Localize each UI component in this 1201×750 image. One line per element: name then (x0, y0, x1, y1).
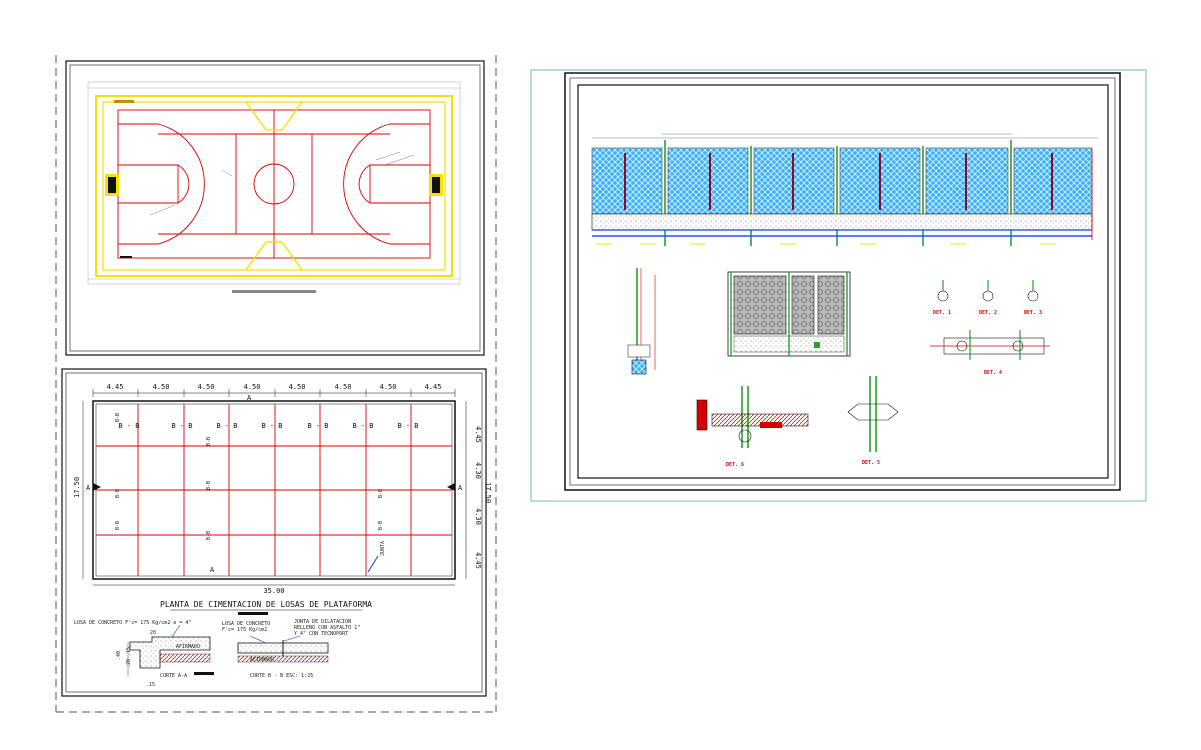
dim-top-5: 4.50 (289, 383, 306, 391)
dim-top-2: 4.50 (153, 383, 170, 391)
dim-right-4: 4.45 (474, 552, 482, 569)
detail-6: DET. 6 (696, 386, 809, 468)
fence-details-panel: DET. 1 DET. 2 DET. 3 DET. 4 DET. 6 (530, 69, 1147, 502)
svg-text:JUNTA: JUNTA (380, 541, 386, 556)
sheet-borders (55, 55, 497, 713)
dim-top-1: 4.45 (107, 383, 124, 391)
dim-bottom-total: 35.00 (263, 587, 284, 595)
section-a-bottom: A (210, 566, 215, 574)
post-section (627, 268, 656, 375)
section-a-drawing: AFIRMADO .40 .15 .20 20 .15 CORTE A-A (116, 630, 214, 688)
section-b-3: B - B (216, 422, 237, 430)
section-b-v1: B-B (115, 413, 121, 422)
section-a-top: A (247, 394, 252, 402)
dim-40: .40 (116, 651, 122, 660)
section-b-v6: B-B (206, 531, 212, 540)
det-4-label: DET. 4 (984, 370, 1002, 376)
section-b-6: B - B (352, 422, 373, 430)
section-b-5: B - B (307, 422, 328, 430)
expansion-joints (96, 404, 452, 576)
fence-elevation (591, 140, 1093, 246)
dim-top-8: 4.45 (425, 383, 442, 391)
section-b-v5: B-B (206, 481, 212, 490)
afirmado-b: AFIRMADO (250, 657, 274, 663)
dim-20b: .20 (126, 659, 132, 668)
section-a-label: CORTE A-A (160, 673, 187, 679)
joint-note-1: JUNTA DE DILATACION (294, 619, 351, 625)
dim-right-total: 17.50 (484, 482, 492, 503)
slab-note-2b: F'c= 175 Kg/cm2 (222, 627, 267, 633)
section-b-v3: B-B (115, 521, 121, 530)
section-b-1: B - B (118, 422, 139, 430)
slab-note-1: LOSA DE CONCRETO F'c= 175 Kg/cm2 e = 4" (74, 620, 191, 626)
dim-top-7: 4.50 (380, 383, 397, 391)
dim-right-2: 4.30 (474, 462, 482, 479)
section-b-label: CORTE B - B ESC: 1:25 (250, 673, 313, 679)
det-2-label: DET. 2 (979, 310, 997, 316)
section-b-7: B - B (397, 422, 418, 430)
section-a-left: A (86, 484, 91, 492)
det-3-label: DET. 3 (1024, 310, 1042, 316)
dim-15b: .15 (146, 682, 155, 688)
section-b-drawing: AFIRMADO CORTE B - B ESC: 1:25 (237, 635, 329, 679)
plan-title: PLANTA DE CIMENTACION DE LOSAS DE PLATAF… (160, 600, 372, 609)
dim-top-4: 4.50 (244, 383, 261, 391)
court-lines (117, 109, 431, 259)
det-1-label: DET. 1 (933, 310, 951, 316)
foundation-plan-panel: 4.45 4.50 4.50 4.50 4.50 4.50 4.50 4.45 … (61, 368, 492, 697)
dim-right-1: 4.45 (474, 426, 482, 443)
section-a-right: A (458, 484, 463, 492)
gate-detail (727, 271, 851, 357)
dim-20: 20 (150, 630, 156, 636)
section-b-4: B - B (261, 422, 282, 430)
dim-top-3: 4.50 (198, 383, 215, 391)
section-b-v8: B-B (378, 521, 384, 530)
detail-5: DET. 5 (847, 376, 899, 466)
det-6-label: DET. 6 (726, 462, 744, 468)
dim-right-3: 4.30 (474, 508, 482, 525)
court-layout-panel (65, 60, 485, 356)
dim-15a: .15 (126, 647, 132, 656)
afirmado-a: AFIRMADO (176, 644, 200, 650)
section-b-v7: B-B (378, 489, 384, 498)
dim-top-6: 4.50 (335, 383, 352, 391)
section-b-2: B - B (171, 422, 192, 430)
small-details: DET. 1 DET. 2 DET. 3 DET. 4 (930, 280, 1050, 376)
det-5-label: DET. 5 (862, 460, 880, 466)
joint-note-3: Y 4" CON TECNOPORT (294, 631, 348, 637)
dim-left-total: 17.50 (73, 477, 81, 498)
slab-note-2: LOSA DE CONCRETO (222, 621, 270, 627)
section-b-v4: B-B (206, 437, 212, 446)
joint-note-2: RELLENO CON ASFALTO 1" (294, 625, 360, 631)
section-b-v2: B-B (115, 489, 121, 498)
